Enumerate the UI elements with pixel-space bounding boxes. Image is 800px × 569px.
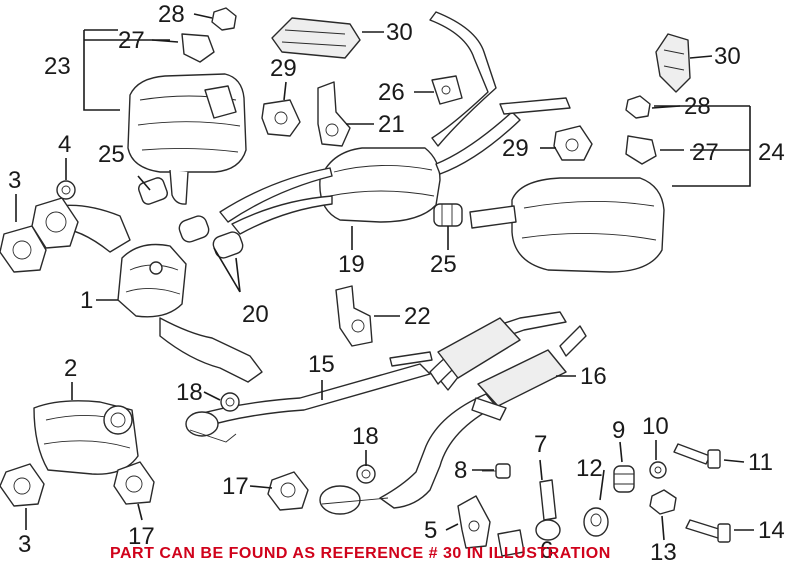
callout-28-right: 28 xyxy=(684,93,711,120)
callout-21: 21 xyxy=(378,111,405,138)
callout-24: 24 xyxy=(758,139,785,166)
callout-13: 13 xyxy=(650,539,677,566)
callout-14: 14 xyxy=(758,517,785,544)
rear-muffler xyxy=(469,177,665,273)
clamp-left xyxy=(220,392,240,412)
washer xyxy=(649,461,667,479)
lower-flange xyxy=(319,485,389,515)
callout-1: 1 xyxy=(80,287,93,314)
callout-17-center: 17 xyxy=(222,473,249,500)
callout-23: 23 xyxy=(44,53,71,80)
callout-3-lower: 3 xyxy=(18,531,31,558)
hanger-rod xyxy=(535,479,561,541)
catalytic-converter-front xyxy=(47,204,263,383)
catalytic-converter-lower-left xyxy=(33,400,139,475)
nut-top-left xyxy=(211,7,237,31)
nut-top-right xyxy=(625,95,651,119)
rear-pipe-assembly xyxy=(191,311,587,509)
gasket-lower-center xyxy=(113,461,155,505)
callout-16: 16 xyxy=(580,363,607,390)
hanger-bracket-upper xyxy=(317,81,351,147)
callout-18-center: 18 xyxy=(352,423,379,450)
callout-17-lower: 17 xyxy=(128,523,155,550)
bolt-long xyxy=(673,443,721,469)
callout-29-left: 29 xyxy=(270,55,297,82)
rubber-insulator xyxy=(431,75,463,105)
nut-left xyxy=(56,180,76,200)
callout-29-right: 29 xyxy=(502,135,529,162)
callout-6: 6 xyxy=(540,537,553,564)
hanger-left xyxy=(261,99,301,137)
hanger-bracket-mid xyxy=(335,285,373,347)
callout-22: 22 xyxy=(404,303,431,330)
callout-8: 8 xyxy=(454,457,467,484)
bushing xyxy=(583,507,609,537)
pipe-connectors xyxy=(178,215,244,259)
clamp-center xyxy=(356,464,376,484)
callout-11: 11 xyxy=(748,449,773,476)
callout-20: 20 xyxy=(242,301,269,328)
callout-9: 9 xyxy=(612,417,625,444)
bolt-lower-right xyxy=(685,519,731,543)
stud-bolt xyxy=(482,463,511,479)
callout-18-left: 18 xyxy=(176,379,203,406)
hanger-right xyxy=(553,125,593,161)
callout-10: 10 xyxy=(642,413,669,440)
intermediate-pipes xyxy=(219,11,571,235)
callout-30-top: 30 xyxy=(386,19,413,46)
front-y-flange xyxy=(185,411,237,443)
callout-27-right: 27 xyxy=(692,139,719,166)
rubber-mount xyxy=(613,465,635,493)
callout-2: 2 xyxy=(64,355,77,382)
nut-lower xyxy=(649,489,677,515)
hanger-bracket-lower xyxy=(457,495,491,549)
reference-note: PART CAN BE FOUND AS REFERENCE # 30 IN I… xyxy=(110,545,611,562)
callout-7: 7 xyxy=(534,431,547,458)
sensor-right xyxy=(625,135,657,165)
front-muffler-left xyxy=(127,73,247,205)
bolt-small-lower xyxy=(497,529,525,557)
sensor-left xyxy=(181,33,215,63)
callout-30-right: 30 xyxy=(714,43,741,70)
callout-12: 12 xyxy=(576,455,603,482)
exhaust-clamp-right xyxy=(433,203,463,227)
callout-3-upper: 3 xyxy=(8,167,21,194)
gasket-center xyxy=(267,471,309,511)
heat-shield-right xyxy=(655,33,691,93)
callout-19: 19 xyxy=(338,251,365,278)
leader-lines xyxy=(15,13,754,541)
callout-27-left: 27 xyxy=(118,27,145,54)
callout-28-left: 28 xyxy=(158,1,185,28)
callout-5: 5 xyxy=(424,517,437,544)
callout-15: 15 xyxy=(308,351,335,378)
callout-26: 26 xyxy=(378,79,405,106)
heat-shield-top xyxy=(271,17,361,59)
callout-labels: 1 2 3 3 4 5 6 7 8 9 10 11 12 13 14 15 16… xyxy=(8,1,785,566)
callout-4: 4 xyxy=(58,131,71,158)
callout-25-left: 25 xyxy=(98,141,125,168)
center-muffler xyxy=(319,147,441,223)
callout-25-center: 25 xyxy=(430,251,457,278)
gasket-lower-left xyxy=(0,463,45,507)
